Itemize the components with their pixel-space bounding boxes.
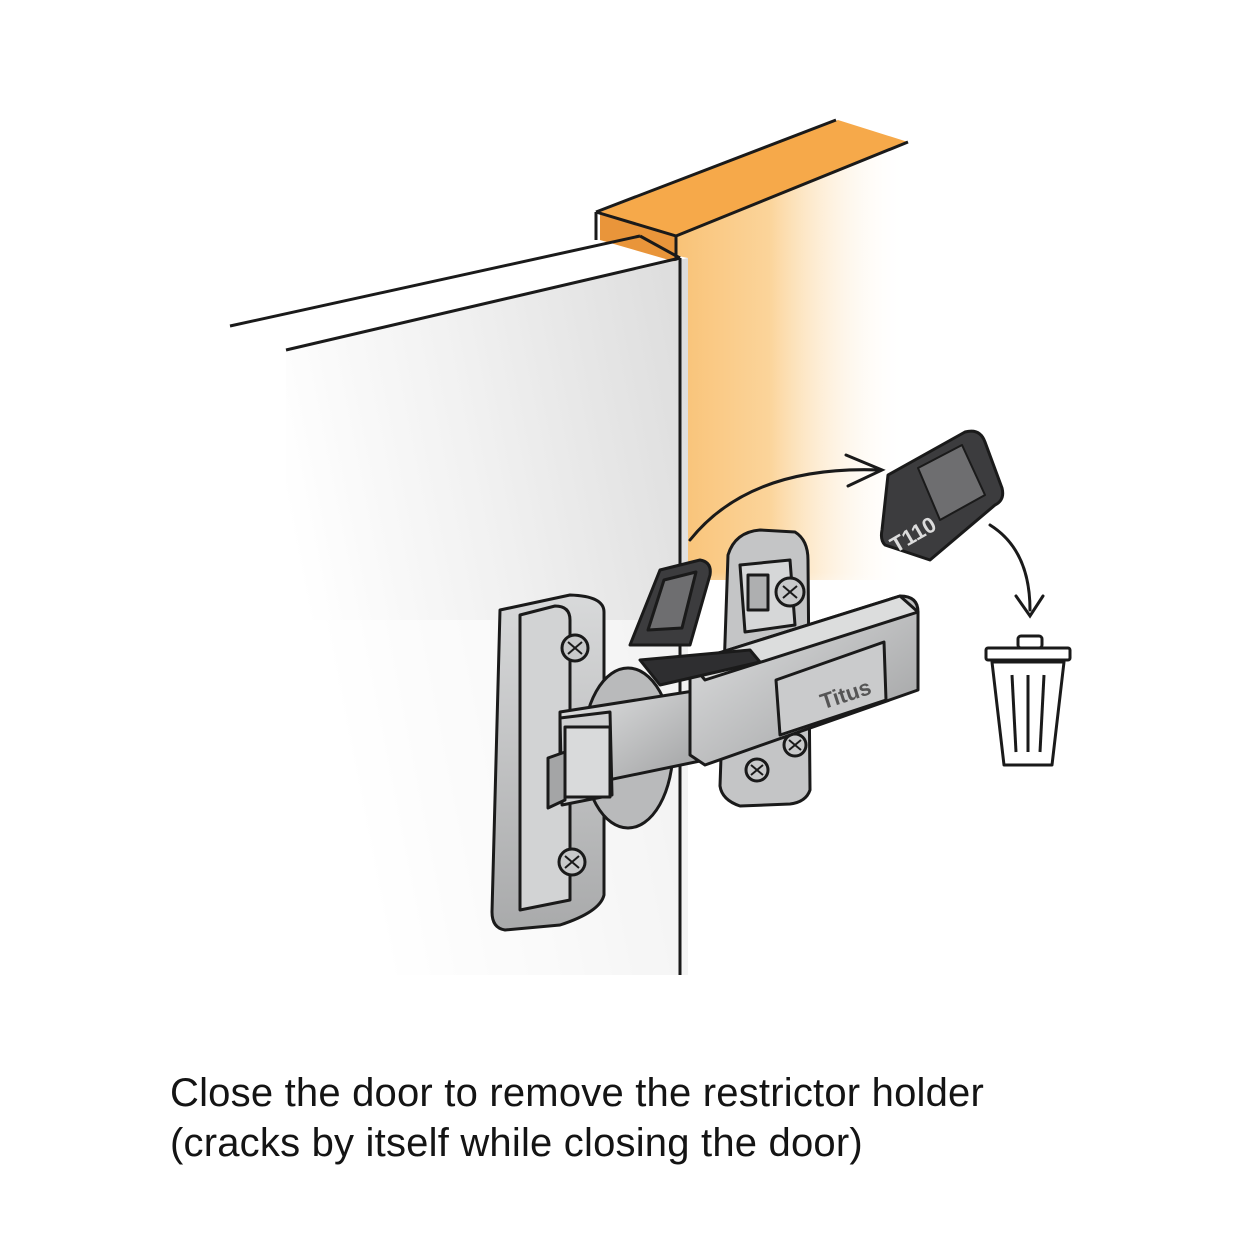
cabinet-hinge: Titus xyxy=(490,528,920,932)
trash-bin-icon xyxy=(984,634,1072,767)
door-panel xyxy=(229,234,690,980)
restrictor-holder-on-hinge xyxy=(628,558,762,687)
caption-line-1: Close the door to remove the restrictor … xyxy=(170,1071,985,1115)
instruction-caption: Close the door to remove the restrictor … xyxy=(170,1068,1210,1168)
discard-arrow xyxy=(988,523,1045,619)
restrictor-holder-removed: T110 xyxy=(879,429,1005,562)
caption-line-2: (cracks by itself while closing the door… xyxy=(170,1121,863,1165)
hinge-arm xyxy=(546,688,707,810)
remove-arrow xyxy=(688,453,886,542)
